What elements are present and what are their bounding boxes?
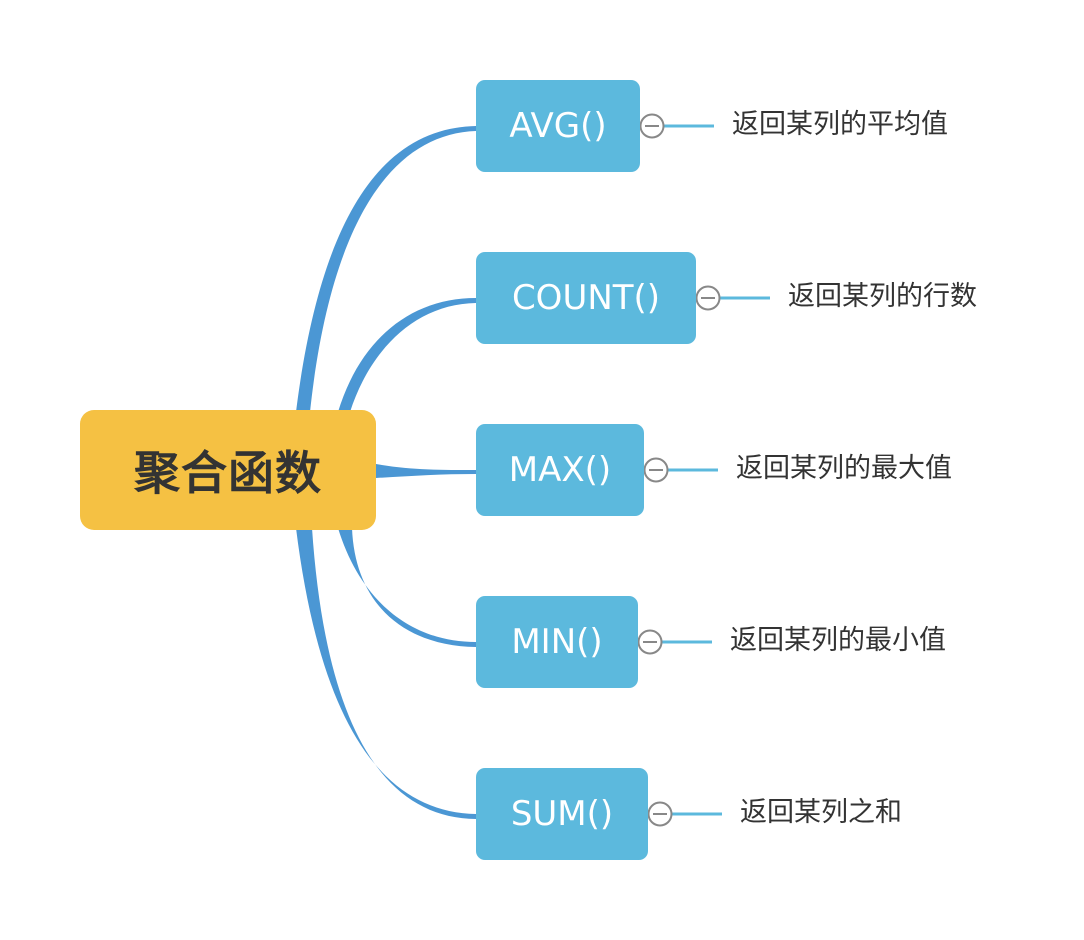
connector-root-min [338,528,476,647]
connector-root-max [376,464,476,478]
root-topic[interactable]: 聚合函数 [80,410,376,530]
branch-label: MIN() [511,622,603,662]
collapse-minus-icon[interactable] [643,457,669,483]
collapse-minus-icon[interactable] [637,629,663,655]
branch-node-max[interactable]: MAX() [476,424,644,516]
collapse-buttons[interactable] [637,113,721,827]
root-connectors [296,126,476,819]
branch-node-avg[interactable]: AVG() [476,80,640,172]
branch-label: AVG() [509,106,607,146]
connector-root-avg [296,126,476,412]
branch-label: COUNT() [511,278,661,318]
leaf-topic-avg[interactable]: 返回某列的平均值 [732,109,948,140]
collapse-minus-icon[interactable] [639,113,665,139]
leaf-topic-sum[interactable]: 返回某列之和 [740,797,902,828]
leaf-topic-min[interactable]: 返回某列的最小值 [730,625,946,656]
branch-node-min[interactable]: MIN() [476,596,638,688]
collapse-minus-icon[interactable] [647,801,673,827]
connector-root-sum [296,528,476,819]
leaf-topic-count[interactable]: 返回某列的行数 [788,281,977,312]
connector-root-count [338,298,476,412]
branch-label: MAX() [508,450,612,490]
leaf-topic-max[interactable]: 返回某列的最大值 [736,453,952,484]
branch-node-sum[interactable]: SUM() [476,768,648,860]
branch-node-count[interactable]: COUNT() [476,252,696,344]
branch-label: SUM() [510,794,614,834]
root-topic-label: 聚合函数 [134,446,322,500]
leaf-lines [662,124,770,816]
collapse-minus-icon[interactable] [695,285,721,311]
